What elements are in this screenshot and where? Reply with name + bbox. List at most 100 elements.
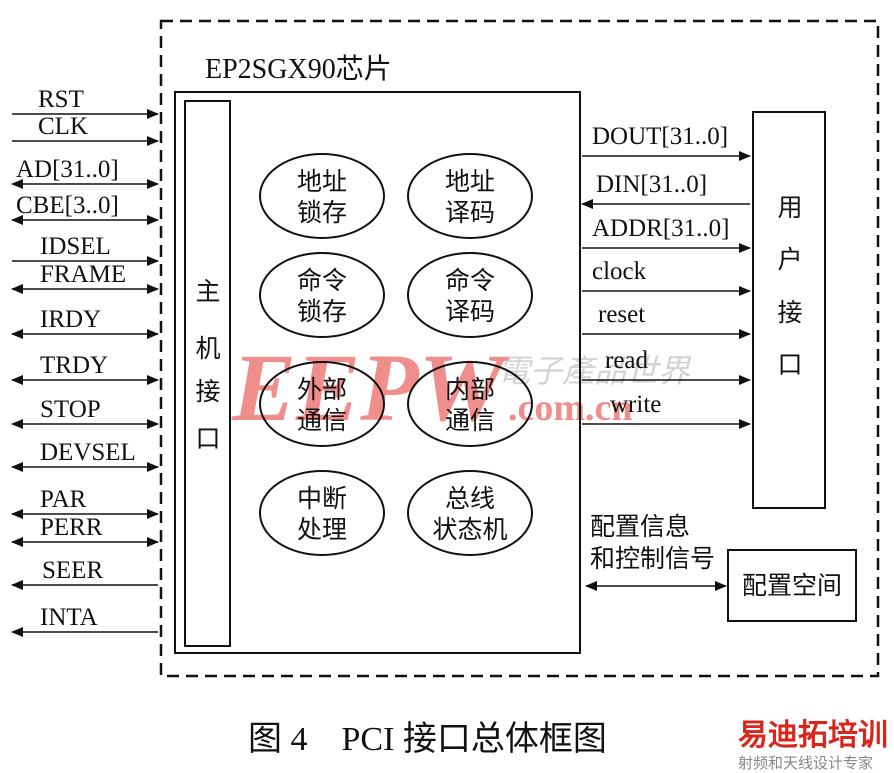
module-label-line1: 命令 [445,267,495,295]
eepw-chinese-text: 電子產品世界 [498,353,692,389]
user-signal: DOUT[31..0] [582,123,751,161]
module-label-line2: 处理 [297,516,347,544]
user-signal-label: write [610,391,661,418]
chip-boundary [159,19,880,678]
pci-signal-label: PERR [40,514,103,541]
module-ellipse [407,153,533,239]
pci-signal-label: IRDY [40,306,101,333]
module-label-line2: 通信 [297,407,347,435]
user-signal-label: ADDR[31..0] [592,215,730,242]
module-ellipse [259,361,385,447]
pci-signal-label: DEVSEL [40,439,136,466]
module-label-line2: 状态机 [432,516,507,544]
user-interface-box [752,111,826,509]
user-interface-char: 口 [777,352,802,379]
module-ellipse [407,252,533,338]
user-signal-label: DOUT[31..0] [592,123,728,150]
pci-signal: STOP [11,396,159,429]
host-interface-char: 口 [195,426,220,453]
module-label-line1: 内部 [445,376,495,404]
module-label-line2: 锁存 [297,199,347,227]
pci-signal: PERR [11,514,159,547]
corner-watermark-subtitle: 射频和天线设计专家 [738,755,873,772]
pci-signal: DEVSEL [11,439,159,472]
module-ellipse [259,470,385,556]
module-label-line2: 译码 [445,200,495,227]
pci-signal-label: FRAME [40,261,126,288]
user-signal: write [582,391,751,429]
pci-signal: IRDY [11,306,159,339]
user-signal-label: clock [592,258,647,285]
user-signal: ADDR[31..0] [582,215,751,253]
figure-caption: 图 4 PCI 接口总体框图 [248,720,607,758]
user-signal: clock [582,258,751,296]
module-label-line1: 命令 [297,267,347,295]
pci-signal-label: PAR [40,486,87,513]
eepw-logo-text: EEPW [231,334,510,441]
config-space-box [727,549,857,622]
corner-watermark: 易迪拓培训 射频和天线设计专家 [738,718,888,772]
config-info-line2: 和控制信号 [590,545,715,573]
pci-signal-label: SEER [42,557,103,584]
pci-signal: PAR [11,486,159,519]
host-interface-char: 接 [195,378,220,406]
pci-signal-label: STOP [40,396,101,423]
module-label-line2: 锁存 [297,298,347,326]
module-label-line1: 总线 [445,485,495,513]
pci-signal: RST [12,86,159,119]
user-signal-group: DOUT[31..0] DIN[31..0] ADDR[31..0] clock res… [581,123,751,429]
inner-logic-box [174,91,581,654]
chip-title: EP2SGX90芯片 [205,53,392,85]
user-interface-char: 接 [777,299,802,327]
eepw-watermark: EEPW 電子產品世界 .com.cn [231,334,692,441]
config-space-label: 配置空间 [742,572,842,600]
host-interface-char: 机 [195,335,220,363]
pci-signal-label: IDSEL [40,233,111,260]
user-signal: DIN[31..0] [581,171,750,209]
host-interface-char: 主 [195,278,220,306]
pci-signal-label: RST [38,86,84,113]
user-signal: reset [582,301,751,339]
module-label-line1: 地址 [297,168,347,196]
user-signal-label: DIN[31..0] [596,171,707,198]
pci-signal: TRDY [11,352,159,385]
corner-watermark-title: 易迪拓培训 [738,718,888,752]
user-signal: read [582,347,751,385]
pci-signal: FRAME [11,261,159,294]
pci-signal-label: CBE[3..0] [16,192,119,219]
module-label-line2: 通信 [445,407,495,435]
pci-signal-label: CLK [38,113,88,140]
module-ellipse [259,153,385,239]
pci-signal: AD[31..0] [11,156,159,189]
pci-signal: INTA [11,604,158,637]
module-ellipse [407,361,533,447]
pci-signal: IDSEL [12,233,159,266]
pci-signal: SEER [11,557,158,590]
pci-signal-label: TRDY [40,352,108,379]
eepw-domain-text: .com.cn [508,387,633,429]
config-info-line1: 配置信息 [590,513,690,541]
module-label-line1: 地址 [445,168,495,196]
pci-signal-label: INTA [40,604,98,631]
user-interface-char: 用 [777,195,802,222]
module-ellipse [259,252,385,338]
pci-signal-label: AD[31..0] [16,156,119,183]
module-ellipse [407,470,533,556]
pci-signal: CBE[3..0] [11,192,159,225]
host-interface-box [184,100,231,647]
module-label-line2: 译码 [445,299,495,326]
user-signal-label: read [605,347,649,374]
user-signal-label: reset [598,301,645,328]
